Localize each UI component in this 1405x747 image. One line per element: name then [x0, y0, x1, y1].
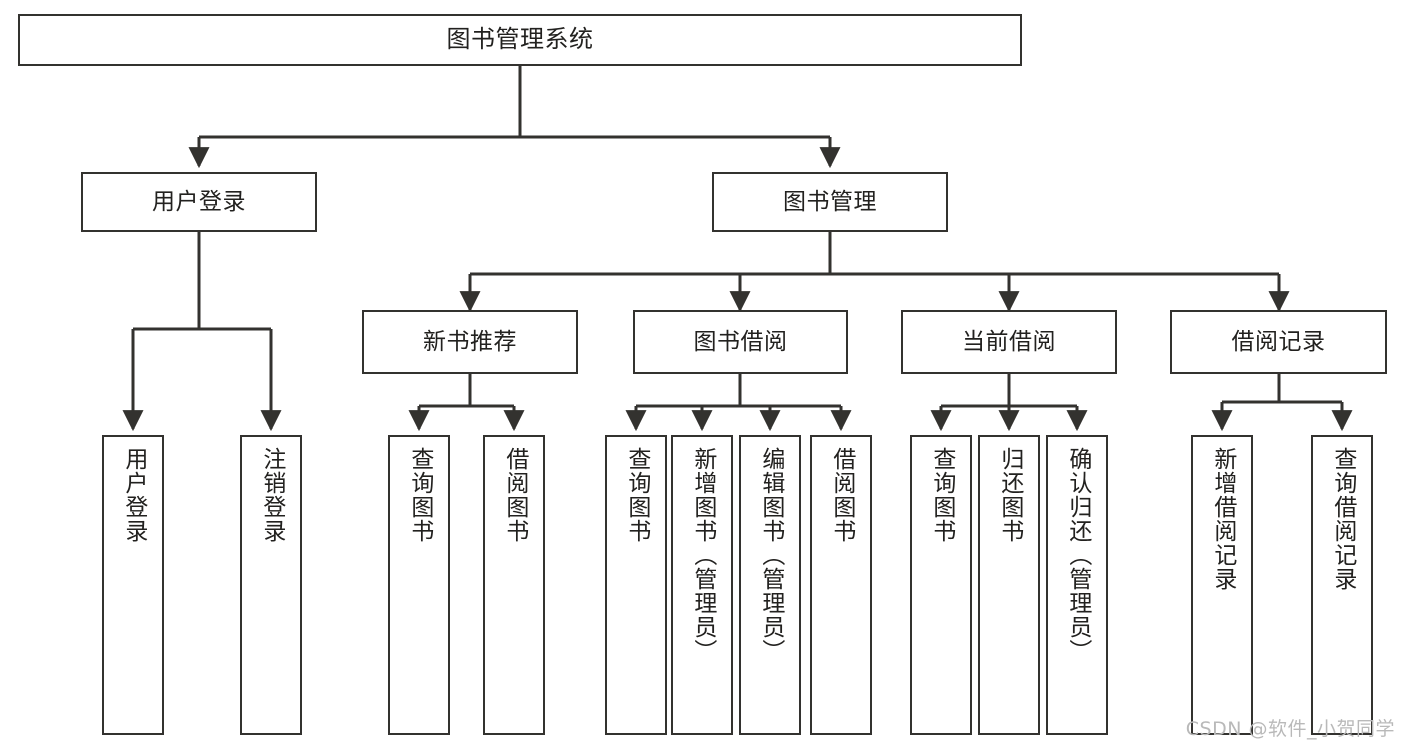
node-leaf-add-book-admin-label: 新增图书（管理员） — [689, 447, 716, 663]
node-leaf-confirm-return-admin-label: 确认归还（管理员） — [1064, 447, 1091, 663]
node-borrow-records[interactable]: 借阅记录 — [1170, 310, 1387, 374]
node-leaf-add-borrow-record[interactable]: 新增借阅记录 — [1191, 435, 1253, 735]
node-leaf-query-books-current[interactable]: 查询图书 — [910, 435, 972, 735]
node-root-label: 图书管理系统 — [446, 25, 594, 54]
node-leaf-borrow-books-borrow-label: 借阅图书 — [828, 447, 855, 543]
node-leaf-add-borrow-record-label: 新增借阅记录 — [1209, 447, 1236, 591]
node-new-book-recommend[interactable]: 新书推荐 — [362, 310, 578, 374]
node-leaf-edit-book-admin-label: 编辑图书（管理员） — [757, 447, 784, 663]
node-borrow-records-label: 借阅记录 — [1231, 328, 1326, 355]
node-current-borrow-label: 当前借阅 — [962, 328, 1056, 355]
node-book-management[interactable]: 图书管理 — [712, 172, 948, 232]
node-leaf-logout[interactable]: 注销登录 — [240, 435, 302, 735]
node-root-book-management-system[interactable]: 图书管理系统 — [18, 14, 1022, 66]
node-leaf-borrow-books-recommend[interactable]: 借阅图书 — [483, 435, 545, 735]
node-current-borrow[interactable]: 当前借阅 — [901, 310, 1117, 374]
node-book-borrow-label: 图书借阅 — [693, 328, 788, 355]
node-leaf-borrow-books-recommend-label: 借阅图书 — [501, 447, 528, 543]
node-leaf-edit-book-admin[interactable]: 编辑图书（管理员） — [739, 435, 801, 735]
node-leaf-query-books-borrow-label: 查询图书 — [623, 447, 650, 543]
node-leaf-logout-label: 注销登录 — [258, 447, 285, 543]
node-user-login[interactable]: 用户登录 — [81, 172, 317, 232]
node-leaf-add-book-admin[interactable]: 新增图书（管理员） — [671, 435, 733, 735]
node-leaf-query-books-current-label: 查询图书 — [928, 447, 955, 543]
node-user-login-label: 用户登录 — [152, 188, 246, 215]
node-new-book-recommend-label: 新书推荐 — [423, 328, 517, 355]
node-leaf-query-books-borrow[interactable]: 查询图书 — [605, 435, 667, 735]
node-leaf-query-books-recommend[interactable]: 查询图书 — [388, 435, 450, 735]
node-book-management-label: 图书管理 — [783, 188, 877, 215]
node-leaf-confirm-return-admin[interactable]: 确认归还（管理员） — [1046, 435, 1108, 735]
node-leaf-borrow-books-borrow[interactable]: 借阅图书 — [810, 435, 872, 735]
node-leaf-query-borrow-record-label: 查询借阅记录 — [1329, 447, 1356, 591]
node-book-borrow[interactable]: 图书借阅 — [633, 310, 848, 374]
node-leaf-query-books-recommend-label: 查询图书 — [406, 447, 433, 543]
node-leaf-query-borrow-record[interactable]: 查询借阅记录 — [1311, 435, 1373, 735]
node-leaf-return-books[interactable]: 归还图书 — [978, 435, 1040, 735]
node-leaf-user-login[interactable]: 用户登录 — [102, 435, 164, 735]
node-leaf-user-login-label: 用户登录 — [120, 447, 147, 543]
node-leaf-return-books-label: 归还图书 — [996, 447, 1023, 543]
